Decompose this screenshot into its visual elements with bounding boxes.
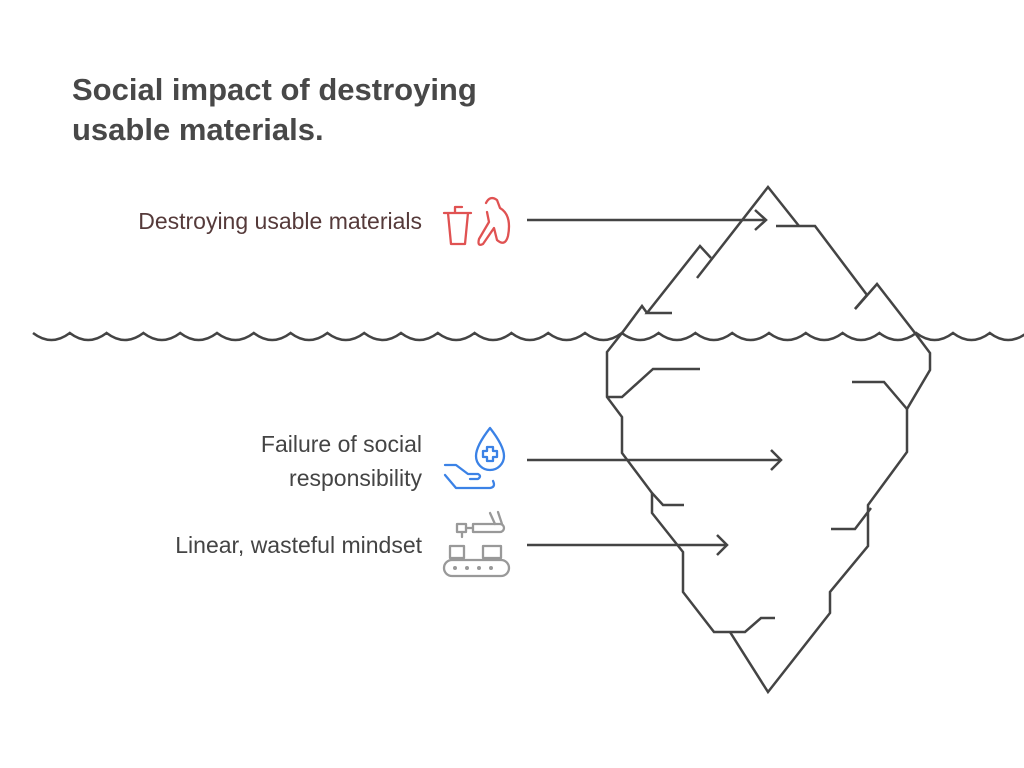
label-line-1: Failure of social <box>260 431 422 457</box>
title-line-2: usable materials. <box>72 112 324 147</box>
hand-drop-cross-icon <box>443 426 506 490</box>
iceberg-tip <box>620 184 916 334</box>
title-line-1: Social impact of destroying <box>72 72 477 107</box>
diagram-title: Social impact of destroying usable mater… <box>72 70 477 150</box>
iceberg-underwater <box>605 332 932 695</box>
arrow-level-2 <box>527 449 783 471</box>
label-social-responsibility: Failure of social responsibility <box>261 427 422 495</box>
arrow-level-3 <box>527 534 729 556</box>
conveyor-robot-arm-icon <box>442 510 511 578</box>
arrow-level-1 <box>527 209 768 231</box>
label-line-2: responsibility <box>289 465 422 491</box>
label-linear-mindset: Linear, wasteful mindset <box>175 532 422 558</box>
label-destroying-materials: Destroying usable materials <box>138 208 422 234</box>
trash-person-icon <box>442 196 511 246</box>
water-line <box>32 331 1024 342</box>
